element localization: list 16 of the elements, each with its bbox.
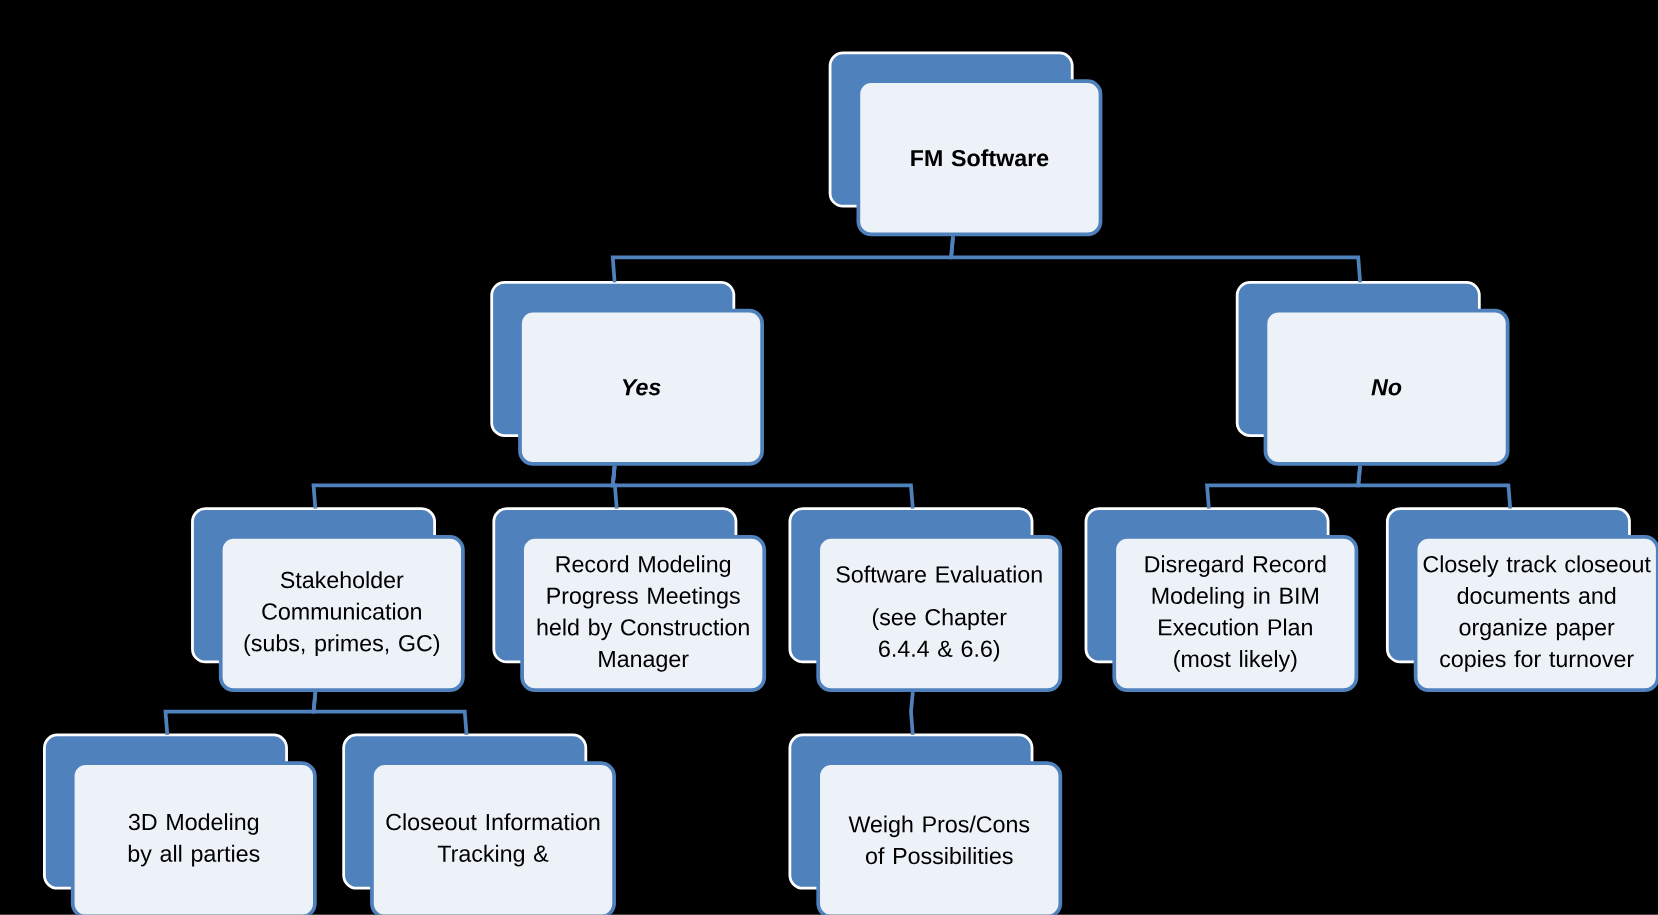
process-box: Disregard Record Modeling in BIM Execution Plan (most likely) [1084,507,1359,693]
connector-line [1356,465,1513,509]
connector-line [610,465,915,509]
process-box: Closeout Information Tracking & [342,733,616,915]
process-box: Closely track closeout documents and organize paper copies for turnover [1385,507,1658,693]
connector-line [909,692,915,736]
process-box: Weigh Pros/Cons of Possibilities [788,733,1063,915]
process-box: No [1235,281,1510,466]
process-box: Yes [490,281,764,466]
process-box: Record Modeling Progress Meetings held by Construction Manager [492,507,767,693]
process-box: FM Software [828,51,1103,237]
process-box: Stakeholder Communication (subs, primes, GC) [191,507,465,693]
process-box: 3D Modeling by all parties [43,733,317,915]
connector-line [311,692,469,736]
connector-line [949,236,1362,283]
process-box: Software Evaluation (see Chapter 6.4.4 & 6.6) [788,507,1063,693]
